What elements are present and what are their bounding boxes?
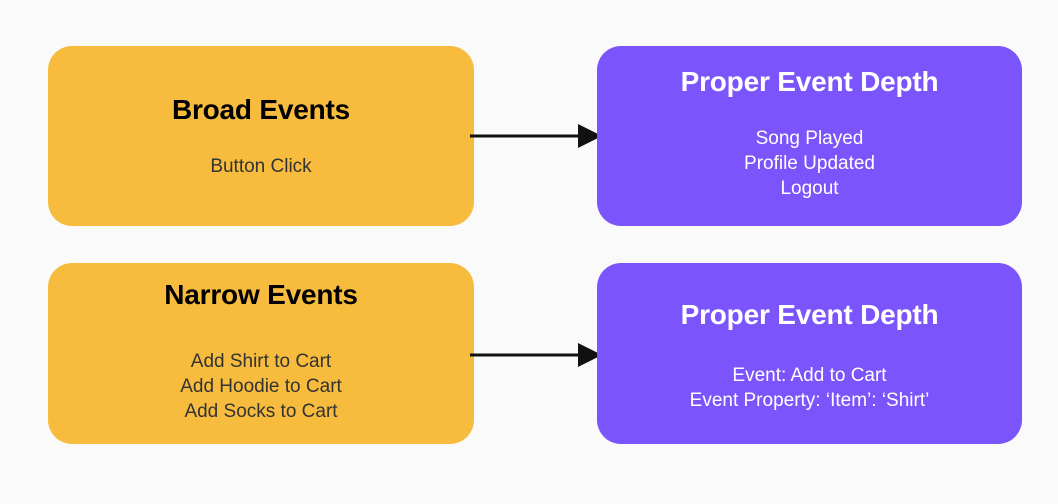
card-broad-events: Broad Events Button Click bbox=[48, 46, 474, 226]
card-proper-event-depth-1-line: Profile Updated bbox=[744, 153, 875, 174]
card-proper-event-depth-1-body: Song Played Profile Updated Logout bbox=[744, 126, 875, 201]
card-broad-events-body: Button Click bbox=[210, 154, 311, 179]
card-proper-event-depth-2-body: Event: Add to Cart Event Property: ‘Item… bbox=[690, 363, 930, 413]
card-broad-events-title: Broad Events bbox=[171, 94, 351, 125]
card-proper-event-depth-1-line: Song Played bbox=[755, 128, 864, 149]
card-narrow-events-line: Add Hoodie to Cart bbox=[180, 376, 342, 397]
card-narrow-events-line: Add Shirt to Cart bbox=[190, 351, 332, 372]
arrow-right-icon bbox=[470, 124, 602, 148]
card-narrow-events-title: Narrow Events bbox=[164, 279, 358, 310]
card-narrow-events-line: Add Socks to Cart bbox=[184, 401, 338, 422]
arrow-right-icon bbox=[470, 343, 602, 367]
card-proper-event-depth-1: Proper Event Depth Song Played Profile U… bbox=[597, 46, 1022, 226]
card-proper-event-depth-1-line: Logout bbox=[780, 178, 839, 199]
connector-narrow-to-depth bbox=[470, 342, 602, 368]
connector-broad-to-depth bbox=[470, 123, 602, 149]
card-narrow-events: Narrow Events Add Shirt to Cart Add Hood… bbox=[48, 263, 474, 444]
card-proper-event-depth-2-line: Event: Add to Cart bbox=[732, 365, 887, 386]
card-proper-event-depth-2: Proper Event Depth Event: Add to Cart Ev… bbox=[597, 263, 1022, 444]
card-proper-event-depth-2-line: Event Property: ‘Item’: ‘Shirt’ bbox=[689, 390, 930, 411]
card-narrow-events-body: Add Shirt to Cart Add Hoodie to Cart Add… bbox=[180, 349, 342, 424]
card-proper-event-depth-2-title: Proper Event Depth bbox=[680, 299, 939, 330]
card-proper-event-depth-1-title: Proper Event Depth bbox=[680, 66, 939, 97]
card-broad-events-line: Button Click bbox=[210, 156, 312, 177]
